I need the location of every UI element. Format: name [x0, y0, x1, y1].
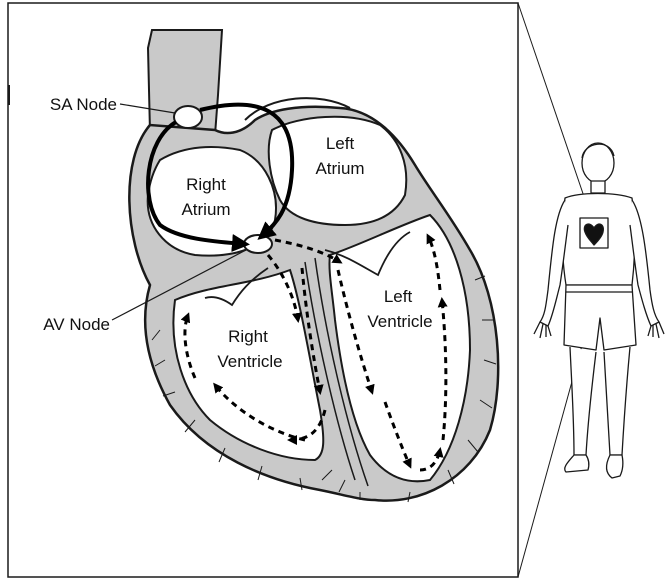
left-atrium-label-line1: Left [326, 134, 355, 153]
figure-left-foot [565, 455, 589, 472]
figure-right-foot [607, 455, 623, 478]
right-atrium-label-line1: Right [186, 175, 226, 194]
figure-neck [591, 181, 605, 193]
left-atrium-label-line2: Atrium [315, 159, 364, 178]
right-atrium-label-line2: Atrium [181, 200, 230, 219]
left-ventricle-label-line1: Left [384, 287, 413, 306]
human-figure-icon [534, 143, 664, 478]
figure-right-arm [630, 200, 659, 326]
sa-node-label: SA Node [50, 95, 117, 114]
panel-edge-mark [8, 85, 10, 105]
figure-right-leg [604, 347, 630, 455]
zoom-line-top [518, 3, 592, 220]
right-ventricle-label-line1: Right [228, 327, 268, 346]
heart-illustration [112, 30, 498, 502]
sa-node [174, 106, 202, 128]
av-node-label: AV Node [43, 315, 110, 334]
figure-shorts [564, 285, 636, 350]
right-ventricle-label-line2: Ventricle [217, 352, 282, 371]
figure-left-leg [570, 347, 596, 455]
av-node [244, 235, 272, 253]
left-ventricle-label-line2: Ventricle [367, 312, 432, 331]
